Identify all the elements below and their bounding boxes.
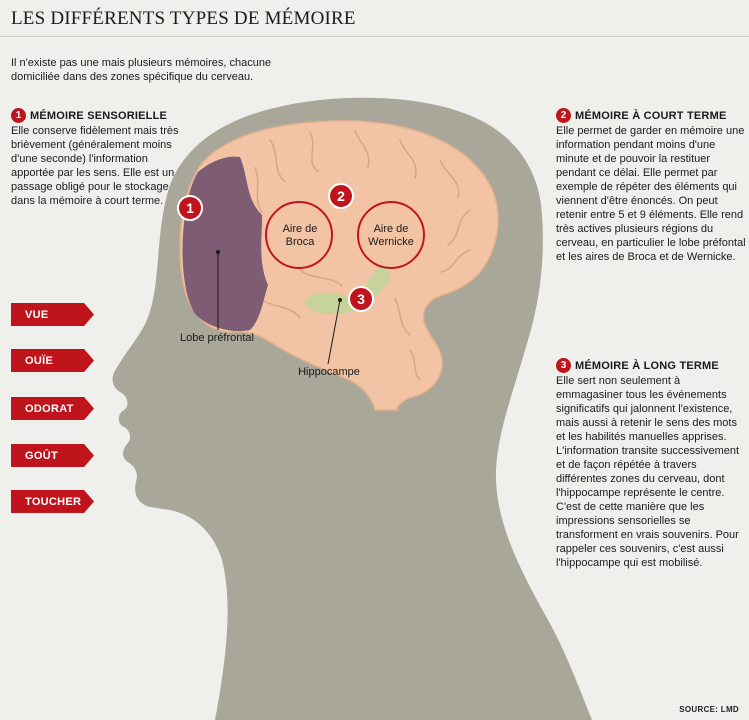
lobe-pointer-dot [216,250,220,254]
memory-block-sensory: 1 MÉMOIRE SENSORIELLE Elle conserve fidè… [11,108,181,208]
memory-block-header: 3 MÉMOIRE À LONG TERME [556,358,746,373]
broca-label: Aire de Broca [282,223,318,248]
title-bar: LES DIFFÉRENTS TYPES DE MÉMOIRE [0,0,749,37]
source-credit: SOURCE: LMD [679,705,739,714]
hippocampus-pointer-line [327,299,341,365]
memory-block-header: 2 MÉMOIRE À COURT TERME [556,108,746,123]
intro-text: Il n'existe pas une mais plusieurs mémoi… [11,57,272,83]
wernicke-label: Aire de Wernicke [368,223,414,248]
page-title: LES DIFFÉRENTS TYPES DE MÉMOIRE [11,8,356,29]
memory-block-long-term: 3 MÉMOIRE À LONG TERME Elle sert non seu… [556,358,746,570]
brain-fold-lines [254,129,471,381]
memory-description: Elle sert non seulement à emmagasiner to… [556,375,740,569]
brain-icon [179,119,499,411]
memory-title: MÉMOIRE À COURT TERME [575,109,727,122]
sense-tag-gout: GOÛT [11,444,94,467]
memory-block-short-term: 2 MÉMOIRE À COURT TERME Elle permet de g… [556,108,746,264]
number-badge: 2 [556,108,571,123]
sense-tag-ouie: OUÏE [11,349,94,372]
hippocampus-pointer-dot [338,298,342,302]
brain-badge-3: 3 [348,286,374,312]
number-badge: 3 [556,358,571,373]
number-badge: 1 [11,108,26,123]
broca-area-circle [265,201,333,269]
brain-badge-1: 1 [177,195,203,221]
memory-title: MÉMOIRE À LONG TERME [575,359,719,372]
sense-tag-toucher: TOUCHER [11,490,94,513]
wernicke-area-circle [357,201,425,269]
memory-description: Elle permet de garder en mémoire une inf… [556,125,746,263]
memory-block-header: 1 MÉMOIRE SENSORIELLE [11,108,181,123]
memory-title: MÉMOIRE SENSORIELLE [30,109,168,122]
sense-tag-odorat: ODORAT [11,397,94,420]
hippocampus-label: Hippocampe [298,366,360,378]
brain-badge-2: 2 [328,183,354,209]
hippocampus-region [304,266,391,315]
memory-description: Elle conserve fidèlement mais très brièv… [11,125,179,207]
prefrontal-lobe-label: Lobe préfrontal [180,332,254,344]
sense-tag-vue: VUE [11,303,94,326]
prefrontal-lobe-region [182,156,268,332]
